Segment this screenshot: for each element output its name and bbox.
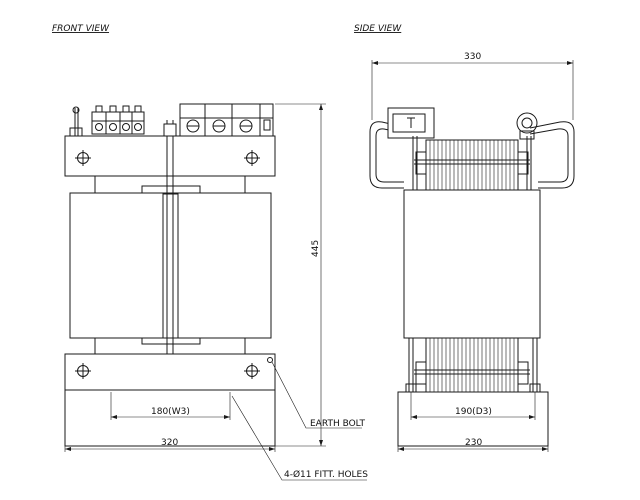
earth-bolt-leader: EARTH BOLT [272,362,365,429]
fitting-holes-label: 4-Ø11 FITT. HOLES [284,469,368,480]
side-upper-fins [430,140,514,190]
front-center-stud-top [164,120,176,136]
front-view: 180(W3) 320 445 EARTH BOLT 4-Ø11 FITT. H… [65,104,368,480]
side-lifting-bracket-right [530,122,574,188]
side-base-width-dimension: 230 [398,438,548,452]
side-view-title: SIDE VIEW [354,24,402,34]
front-bottom-clamp-bolt-left [75,363,91,379]
side-upper-stack [426,140,518,190]
front-core-tab-top [142,186,200,194]
front-width-dimension: 320 [65,438,275,452]
side-terminal-box [388,108,434,138]
side-lower-fins [430,338,514,392]
side-width-label: 330 [464,52,481,62]
fitting-holes-leader: 4-Ø11 FITT. HOLES [232,396,368,480]
front-bottom-clamp [65,354,275,390]
front-view-title: FRONT VIEW [52,24,110,34]
front-bottom-clamp-bolt-right [244,363,260,379]
front-height-dimension: 445 [275,104,326,446]
side-mount-spacing-label: 190(D3) [455,407,492,417]
front-mount-spacing-label: 180(W3) [151,407,190,417]
side-view: 330 190(D3) 230 [370,52,574,452]
side-base-plate [398,392,548,446]
front-top-clamp-bolt-right [244,150,260,166]
earth-bolt-icon [268,358,273,363]
side-core [404,190,540,338]
front-width-label: 320 [161,438,178,448]
front-top-clamp-bolt-left [75,150,91,166]
side-width-dimension: 330 [372,52,573,120]
front-terminal-block-large [180,104,273,136]
front-height-label: 445 [311,240,321,257]
front-coil-right [178,193,271,338]
front-mount-spacing-dimension: 180(W3) [111,392,230,420]
side-lifting-bracket-left [370,122,408,188]
front-base-plate [65,390,275,446]
side-mount-spacing-dimension: 190(D3) [411,392,535,420]
front-terminal-block-small [92,106,144,134]
front-top-clamp [65,136,275,176]
front-coil-left [70,193,163,338]
front-core-top [95,176,245,193]
side-lower-stack [426,338,518,392]
front-top-stud [70,107,82,136]
side-terminal-ring [517,113,537,139]
front-core-tab-bottom [142,338,200,344]
earth-bolt-label: EARTH BOLT [310,419,365,429]
front-core-bottom [95,338,245,354]
side-base-width-label: 230 [465,438,482,448]
